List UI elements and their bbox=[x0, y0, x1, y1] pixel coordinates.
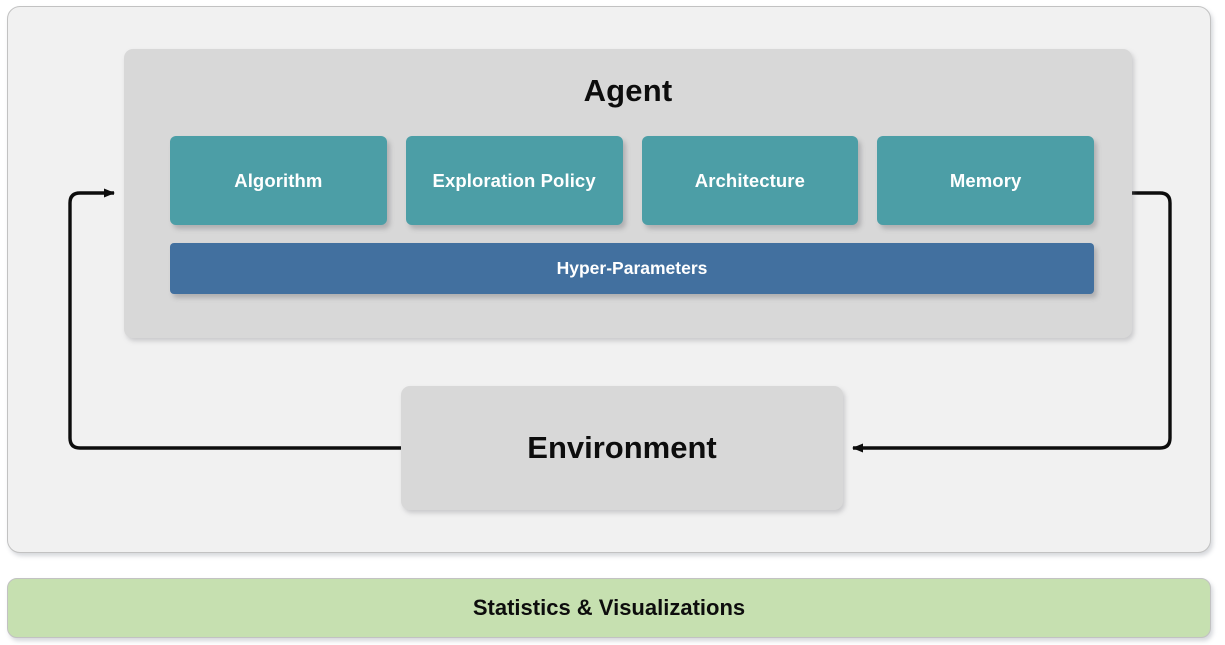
statistics-visualizations-banner[interactable]: Statistics & Visualizations bbox=[7, 578, 1211, 638]
component-box-algorithm[interactable]: Algorithm bbox=[170, 136, 387, 225]
agent-title: Agent bbox=[583, 73, 673, 108]
component-box-exploration-policy[interactable]: Exploration Policy bbox=[405, 136, 623, 225]
agent-panel: Agent Algorithm Exploration Policy Archi… bbox=[124, 49, 1132, 338]
agent-component-row: Algorithm Exploration Policy Architectur… bbox=[170, 136, 1094, 225]
component-box-architecture[interactable]: Architecture bbox=[641, 136, 859, 225]
component-box-memory[interactable]: Memory bbox=[877, 136, 1094, 225]
hyper-parameters-bar[interactable]: Hyper-Parameters bbox=[170, 243, 1094, 294]
environment-box[interactable]: Environment bbox=[401, 386, 843, 510]
